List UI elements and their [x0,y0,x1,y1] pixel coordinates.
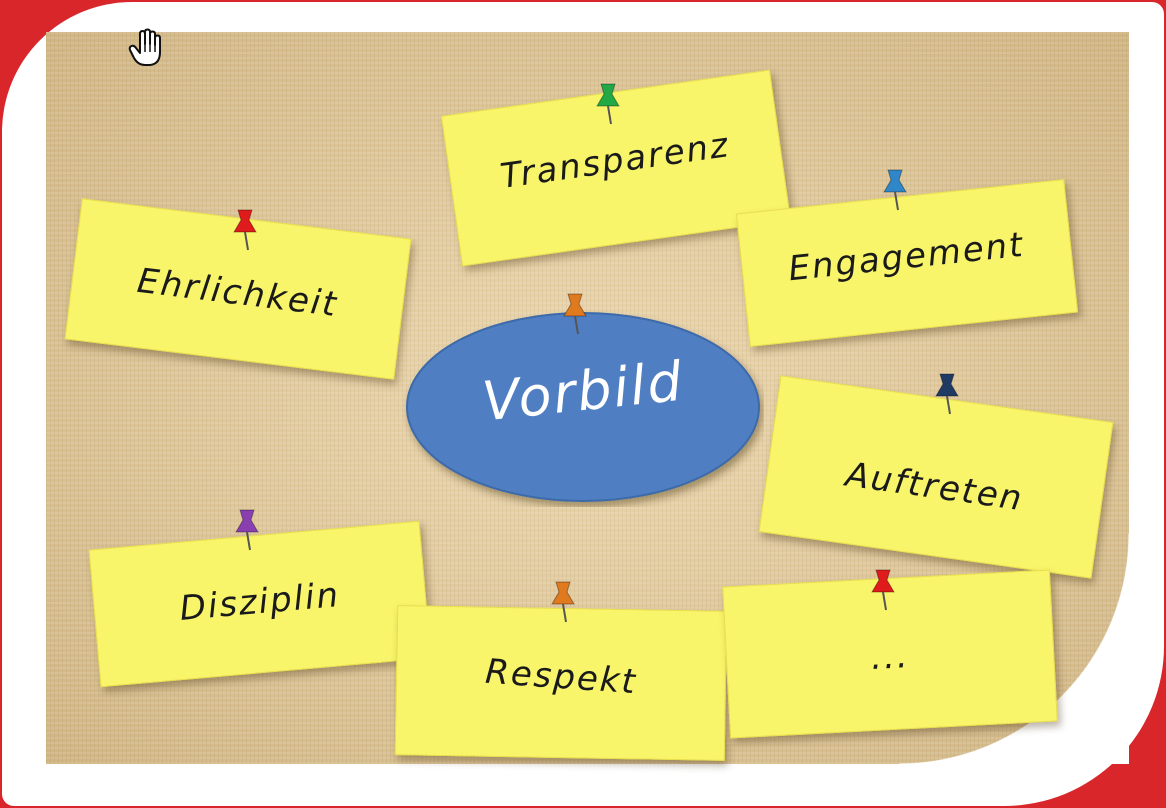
push-pin-icon [563,293,587,335]
push-pin-icon [935,373,959,415]
note-label: Engagement [786,224,1027,290]
note-label: Transparenz [497,125,733,197]
push-pin-icon [235,509,259,551]
note-respekt: Respekt [394,605,728,761]
push-pin-icon [551,581,575,623]
note-label: Ehrlichkeit [135,260,340,326]
hand-pointer-icon [128,28,161,66]
note-label: Respekt [484,651,639,703]
push-pin-icon [233,209,257,251]
push-pin-icon [883,169,907,211]
push-pin-icon [596,83,620,125]
note-label: Disziplin [178,575,342,629]
note-label: Auftreten [843,454,1026,520]
push-pin-icon [871,569,895,611]
note-label: ... [869,636,911,678]
